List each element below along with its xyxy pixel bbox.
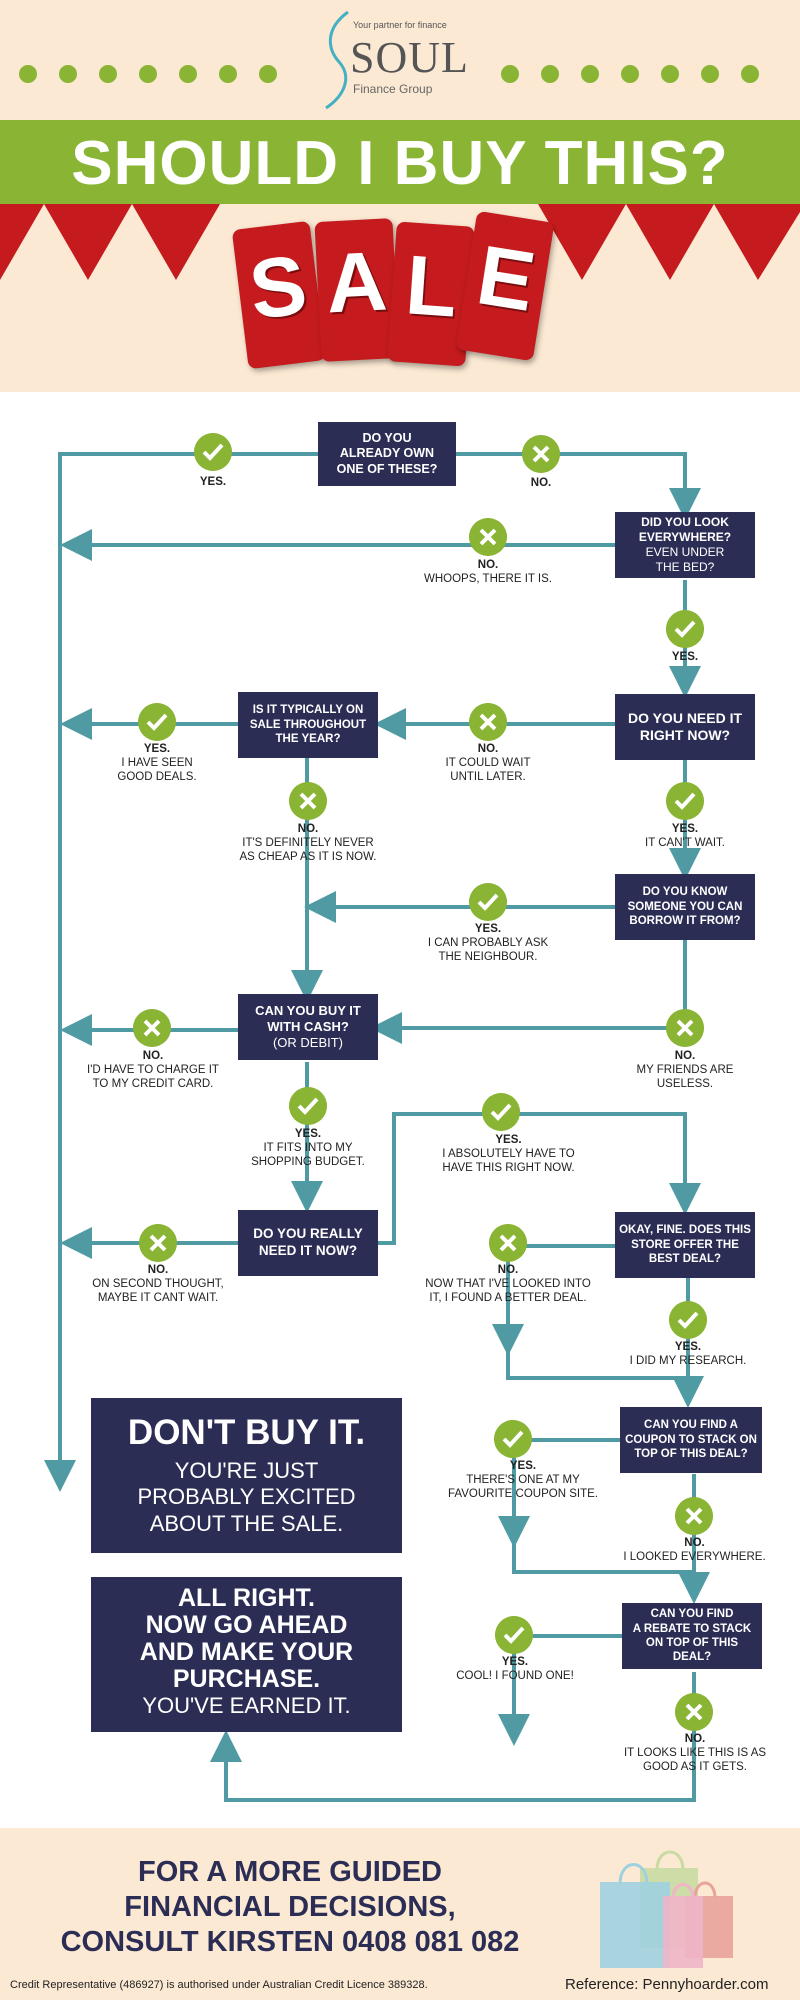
logo-tagline: Your partner for finance bbox=[353, 20, 447, 30]
answer-label: NO. bbox=[530, 477, 552, 489]
check-icon bbox=[666, 782, 704, 820]
answer-label: YES. bbox=[671, 651, 699, 663]
dots-right bbox=[490, 0, 800, 120]
cross-icon bbox=[133, 1009, 171, 1047]
check-icon bbox=[482, 1093, 520, 1131]
cross-icon bbox=[139, 1224, 177, 1262]
answer-label: YES. bbox=[199, 476, 227, 488]
cross-icon bbox=[489, 1224, 527, 1262]
dots-left bbox=[0, 0, 300, 120]
check-icon bbox=[669, 1301, 707, 1339]
logo-wordmark: SOUL bbox=[350, 33, 469, 82]
check-icon bbox=[138, 703, 176, 741]
check-icon bbox=[495, 1616, 533, 1654]
check-icon bbox=[666, 610, 704, 648]
cross-icon bbox=[675, 1497, 713, 1535]
shopping-bags-icon bbox=[600, 1850, 733, 1968]
cross-icon bbox=[289, 782, 327, 820]
footer-reference: Reference: Pennyhoarder.com bbox=[565, 1976, 769, 1993]
cross-icon bbox=[469, 703, 507, 741]
cross-icon bbox=[522, 435, 560, 473]
check-icon bbox=[194, 433, 232, 471]
check-icon bbox=[469, 883, 507, 921]
answer-label: NO.I LOOKED EVERYWHERE. bbox=[623, 1537, 766, 1563]
answer-label: NO.WHOOPS, THERE IT IS. bbox=[423, 559, 552, 585]
answer-label: YES.COOL! I FOUND ONE! bbox=[456, 1656, 574, 1682]
logo-subname: Finance Group bbox=[353, 82, 433, 96]
answer-label: YES.I DID MY RESEARCH. bbox=[629, 1341, 747, 1367]
check-icon bbox=[289, 1087, 327, 1125]
cross-icon bbox=[469, 518, 507, 556]
title-banner bbox=[0, 120, 800, 204]
answer-label: NO.ON SECOND THOUGHT,MAYBE IT CANT WAIT. bbox=[92, 1264, 224, 1304]
cross-icon bbox=[675, 1693, 713, 1731]
page-title: SHOULD I BUY THIS? bbox=[71, 129, 729, 198]
outcome-dont-buy-title: DON'T BUY IT. bbox=[127, 1413, 366, 1452]
outcome-buy-text: YOU'VE EARNED IT. bbox=[142, 1693, 351, 1718]
check-icon bbox=[494, 1420, 532, 1458]
cross-icon bbox=[666, 1009, 704, 1047]
footer-credit: Credit Representative (486927) is author… bbox=[10, 1979, 428, 1991]
logo-swirl-icon bbox=[325, 10, 349, 110]
bunting bbox=[0, 204, 800, 280]
answer-label: YES.IT CAN'T WAIT. bbox=[645, 823, 725, 849]
